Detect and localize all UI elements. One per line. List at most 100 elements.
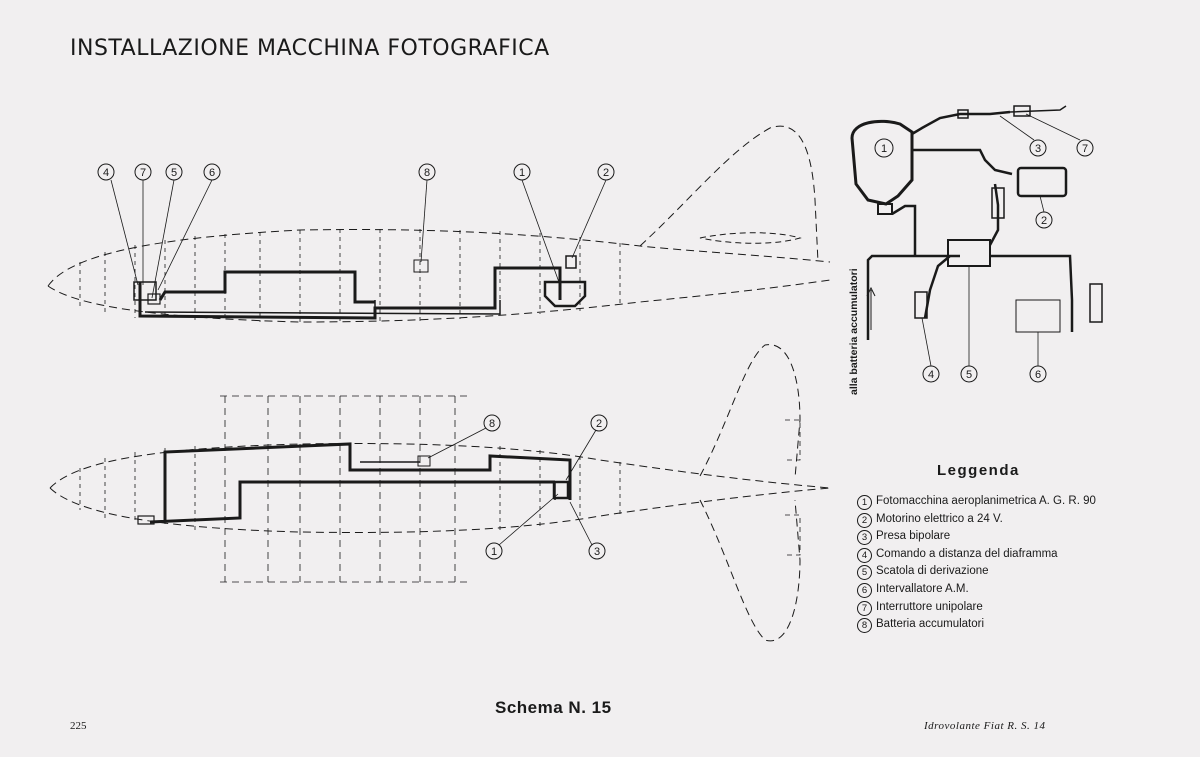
legend-number: 6	[857, 582, 872, 598]
svg-text:6: 6	[1035, 369, 1041, 381]
svg-text:3: 3	[594, 546, 600, 558]
top-fuselage-outline	[49, 443, 831, 533]
footer-note: Idrovolante Fiat R. S. 14	[924, 720, 1046, 732]
legend-item: 4 Comando a distanza del diaframma	[857, 546, 1177, 564]
legend-number: 8	[857, 618, 872, 634]
svg-text:3: 3	[1035, 143, 1041, 155]
legend-item: 6 Intervallatore A.M.	[857, 581, 1177, 599]
side-tailplane	[699, 232, 802, 244]
svg-text:8: 8	[424, 167, 430, 179]
svg-text:4: 4	[928, 369, 934, 381]
side-wiring	[138, 266, 562, 320]
top-callout-2: 2	[590, 414, 608, 432]
schematic-intervallometer	[1015, 299, 1061, 333]
legend-number: 1	[857, 495, 872, 510]
side-camera	[543, 280, 587, 308]
legend-item: 7 Interruttore unipolare	[857, 599, 1177, 617]
legend-item: 5 Scatola di derivazione	[857, 563, 1177, 581]
svg-text:2: 2	[596, 418, 602, 430]
wiring-callout-6: 6	[1029, 365, 1047, 383]
side-frames	[79, 229, 621, 322]
svg-text:8: 8	[489, 418, 495, 430]
side-tail-fin	[639, 125, 819, 263]
top-callout-3: 3	[588, 542, 606, 560]
top-callouts: 8 2 1 3	[483, 414, 608, 560]
top-leader-lines	[427, 427, 597, 546]
legend-text: Fotomacchina aeroplanimetrica A. G. R. 9…	[876, 495, 1096, 507]
side-equipment-box-4-7	[133, 281, 157, 301]
legend-number: 4	[857, 547, 872, 563]
svg-text:1: 1	[519, 167, 525, 179]
legend-text: Batteria accumulatori	[876, 618, 985, 631]
legend-title: Leggenda	[937, 462, 1020, 479]
side-motor	[565, 255, 577, 269]
battery-label: alla batteria accumulatori	[848, 268, 860, 395]
legend-item: 1 Fotomacchina aeroplanimetrica A. G. R. …	[857, 493, 1177, 511]
wiring-schematic	[850, 105, 1103, 367]
schematic-leader-lines	[921, 113, 1081, 367]
top-camera	[552, 480, 570, 500]
side-callout-4: 4	[97, 163, 115, 181]
svg-text:7: 7	[140, 167, 146, 179]
side-callout-8: 8	[418, 163, 436, 181]
top-callout-8: 8	[483, 414, 501, 432]
svg-text:5: 5	[171, 167, 177, 179]
schema-title: Schema N. 15	[495, 698, 612, 717]
schematic-camera-base	[877, 203, 893, 215]
svg-text:2: 2	[1041, 215, 1047, 227]
legend-text: Interruttore unipolare	[876, 600, 983, 613]
wiring-callout-7: 7	[1076, 139, 1094, 157]
top-stabilizer	[699, 344, 801, 642]
svg-text:5: 5	[966, 369, 972, 381]
schematic-line-top	[1009, 105, 1067, 113]
schematic-camera	[850, 119, 914, 206]
wiring-callout-2: 2	[1035, 211, 1053, 229]
legend-number: 2	[857, 512, 872, 528]
side-callout-6: 6	[203, 163, 221, 181]
side-callout-7: 7	[134, 163, 152, 181]
top-wiring	[149, 442, 572, 524]
top-wing-lines	[220, 395, 470, 583]
schematic-motor	[1016, 166, 1068, 198]
svg-text:7: 7	[1082, 143, 1088, 155]
top-callout-1: 1	[485, 542, 503, 560]
wiring-callout-5: 5	[960, 365, 978, 383]
schematic-plug	[957, 109, 969, 119]
side-callout-1: 1	[513, 163, 531, 181]
svg-text:2: 2	[603, 167, 609, 179]
legend-text: Comando a distanza del diaframma	[876, 547, 1058, 560]
schematic-switch	[1013, 105, 1031, 117]
wiring-callout-1: 1	[874, 138, 894, 158]
legend-text: Scatola di derivazione	[876, 565, 989, 578]
side-equipment-box-5	[147, 293, 161, 305]
svg-text:6: 6	[209, 167, 215, 179]
side-callout-2: 2	[597, 163, 615, 181]
page-title: INSTALLAZIONE MACCHINA FOTOGRAFICA	[70, 36, 550, 61]
side-leader-lines	[110, 179, 607, 299]
legend-number: 7	[857, 600, 872, 616]
legend: Leggenda 1 Fotomacchina aeroplanimetrica …	[857, 462, 1177, 634]
legend-item: 8 Batteria accumulatori	[857, 616, 1177, 634]
legend-number: 5	[857, 565, 872, 581]
schematic-junction-box	[947, 239, 991, 267]
top-battery-box	[417, 455, 431, 467]
svg-text:4: 4	[103, 167, 109, 179]
legend-number: 3	[857, 530, 872, 546]
schematic-connector	[1089, 283, 1103, 323]
side-fuselage-outline	[47, 229, 831, 323]
top-rear-box	[137, 515, 155, 525]
svg-text:1: 1	[491, 546, 497, 558]
legend-text: Intervallatore A.M.	[876, 582, 969, 595]
side-callout-5: 5	[165, 163, 183, 181]
schematic-diaphragm-control	[914, 291, 928, 319]
page-number: 225	[70, 720, 87, 732]
wiring-callout-4: 4	[922, 365, 940, 383]
top-view	[49, 344, 831, 642]
side-wiring-thin	[144, 300, 501, 315]
wiring-callouts: 1 3 7 2 4 5 6	[874, 138, 1094, 383]
schematic-arrow	[866, 286, 876, 330]
side-callouts: 4 7 5 6 8 1 2	[97, 163, 615, 181]
